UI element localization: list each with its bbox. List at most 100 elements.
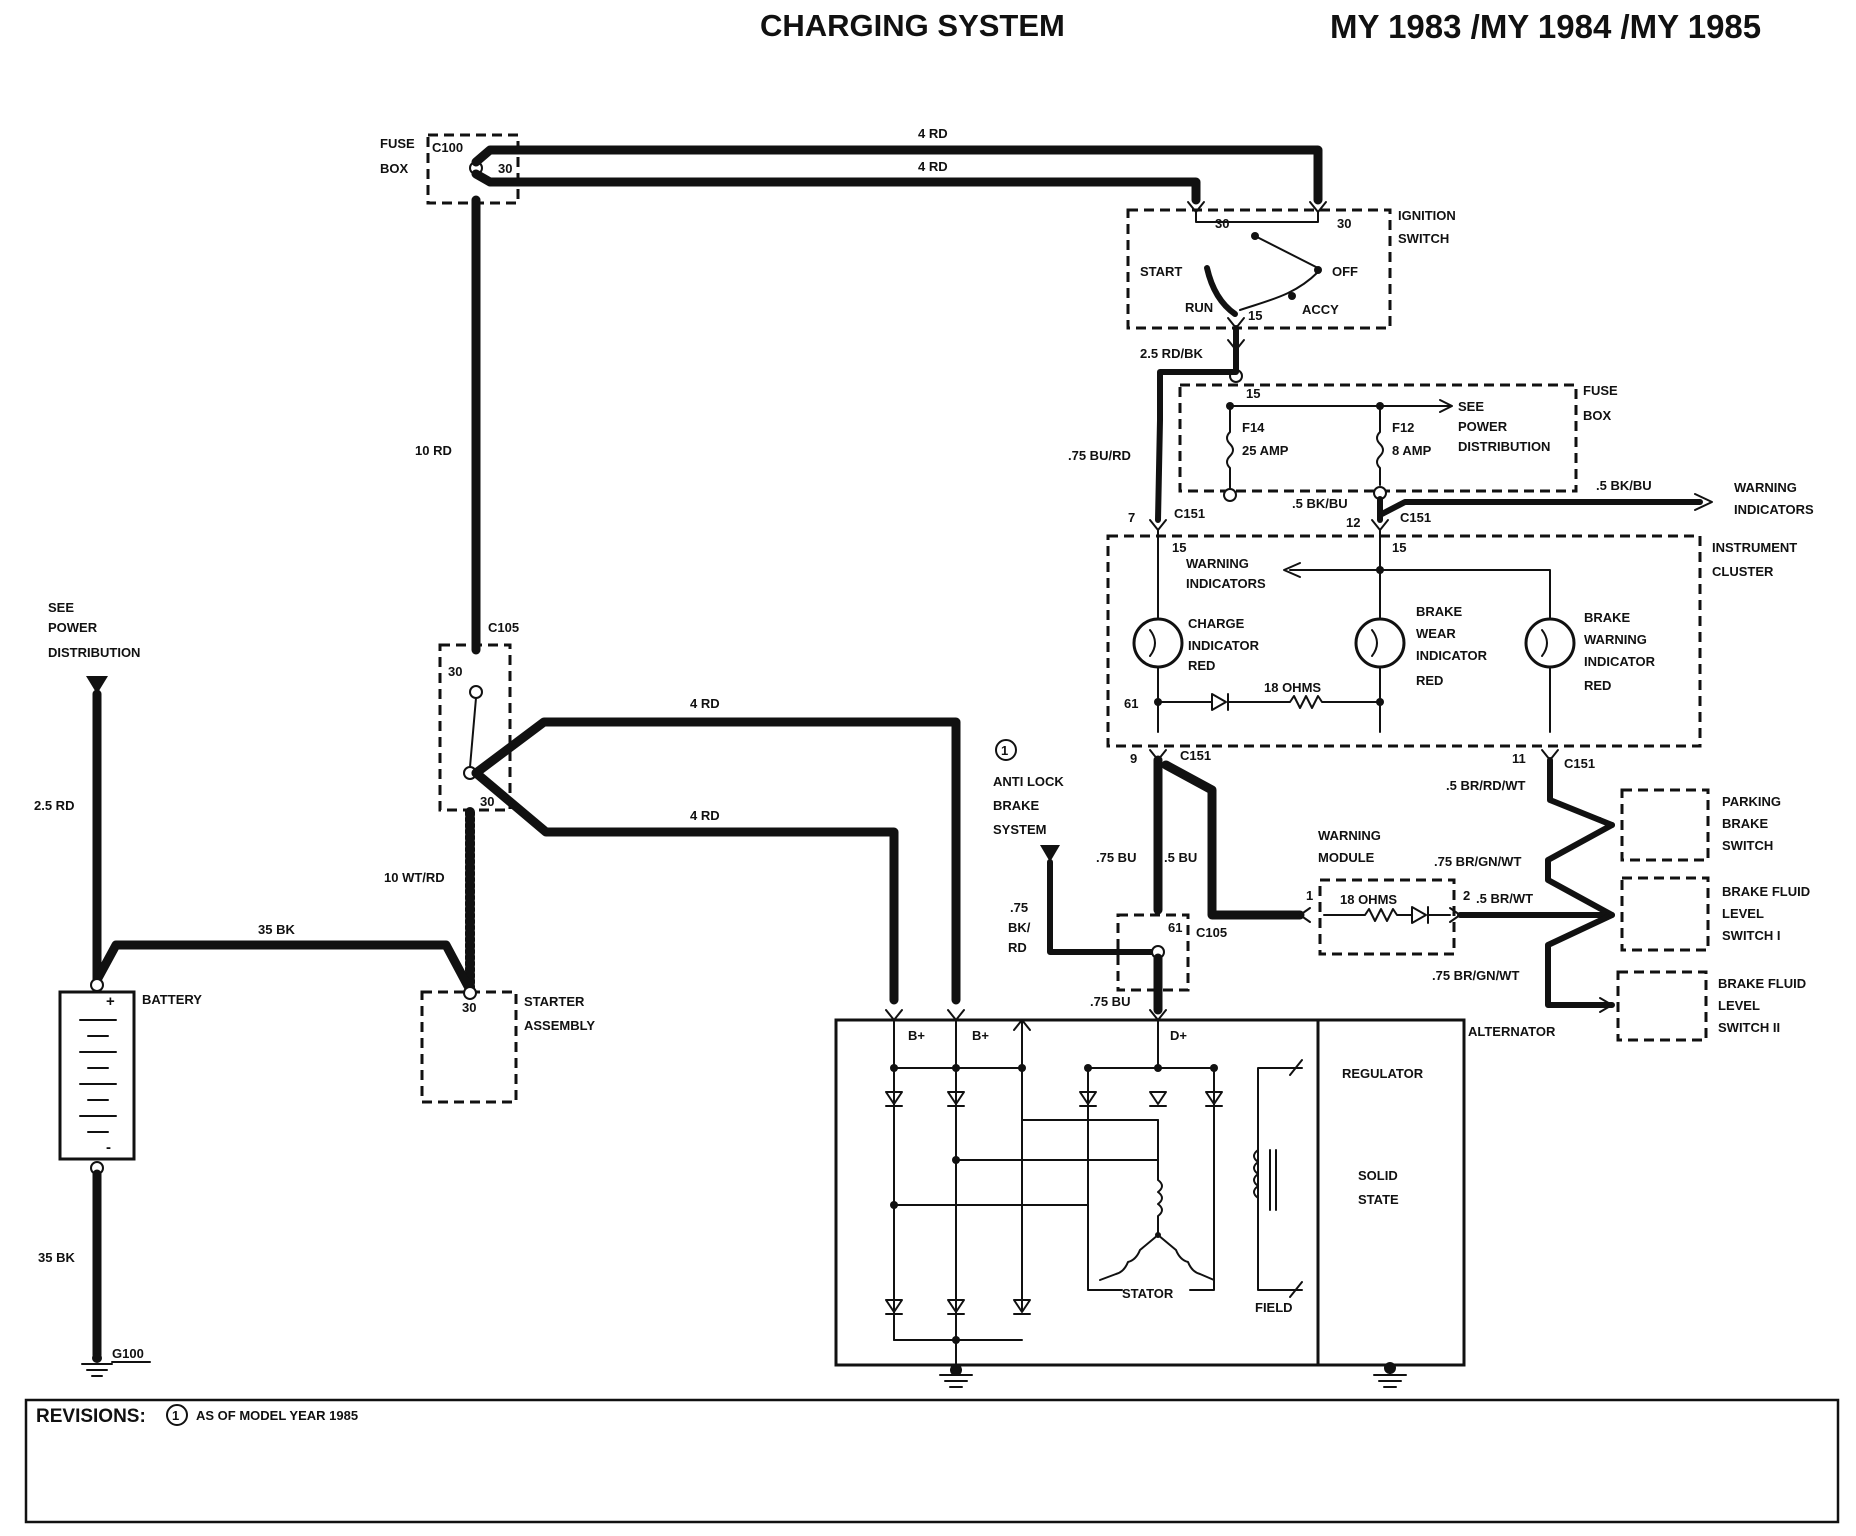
wire-label-4rd-top-1: 4 RD <box>918 126 948 141</box>
wire-label-4rd-mid-2: 4 RD <box>690 808 720 823</box>
svg-text:C151: C151 <box>1180 748 1211 763</box>
svg-text:DISTRIBUTION: DISTRIBUTION <box>48 645 140 660</box>
svg-text:7: 7 <box>1128 510 1135 525</box>
svg-text:ALTERNATOR: ALTERNATOR <box>1468 1024 1556 1039</box>
see-power-distribution-left: SEE POWER DISTRIBUTION <box>48 600 140 694</box>
svg-text:RUN: RUN <box>1185 300 1213 315</box>
svg-text:30: 30 <box>462 1000 476 1015</box>
svg-text:STATOR: STATOR <box>1122 1286 1174 1301</box>
svg-text:F14: F14 <box>1242 420 1265 435</box>
svg-text:SEE: SEE <box>1458 399 1484 414</box>
svg-text:15: 15 <box>1172 540 1186 555</box>
svg-text:INSTRUMENT: INSTRUMENT <box>1712 540 1797 555</box>
wire-label-35bk-top: 35 BK <box>258 922 295 937</box>
wire-75bkrd <box>1047 859 1161 955</box>
svg-text:F12: F12 <box>1392 420 1414 435</box>
svg-text:ANTI LOCK: ANTI LOCK <box>993 774 1064 789</box>
svg-text:OFF: OFF <box>1332 264 1358 279</box>
svg-text:CHARGE: CHARGE <box>1188 616 1245 631</box>
svg-text:BRAKE: BRAKE <box>1416 604 1463 619</box>
wire-35bk-top <box>92 940 475 995</box>
wire-label-35bk-bottom: 35 BK <box>38 1250 75 1265</box>
wire-label-75bkrd-1: .75 <box>1010 900 1028 915</box>
svg-text:15: 15 <box>1248 308 1262 323</box>
svg-text:C151: C151 <box>1174 506 1205 521</box>
svg-text:9: 9 <box>1130 751 1137 766</box>
svg-text:30: 30 <box>498 161 512 176</box>
svg-text:15: 15 <box>1392 540 1406 555</box>
svg-text:IGNITION: IGNITION <box>1398 208 1456 223</box>
wire-label-75bu-a: .75 BU <box>1096 850 1136 865</box>
svg-text:BATTERY: BATTERY <box>142 992 202 1007</box>
svg-text:ASSEMBLY: ASSEMBLY <box>524 1018 595 1033</box>
svg-text:BRAKE FLUID: BRAKE FLUID <box>1718 976 1806 991</box>
svg-text:RED: RED <box>1584 678 1611 693</box>
wire-75burd <box>1155 369 1239 523</box>
svg-text:1: 1 <box>172 1408 179 1423</box>
wire-label-10rd: 10 RD <box>415 443 452 458</box>
wire-label-75burd: .75 BU/RD <box>1068 448 1131 463</box>
page-title: CHARGING SYSTEM <box>760 8 1065 43</box>
svg-text:INDICATOR: INDICATOR <box>1188 638 1260 653</box>
svg-text:FUSE: FUSE <box>1583 383 1618 398</box>
svg-text:18 OHMS: 18 OHMS <box>1340 892 1397 907</box>
svg-text:FIELD: FIELD <box>1255 1300 1293 1315</box>
svg-text:11: 11 <box>1512 751 1526 766</box>
connector-c151-12: 12 C151 <box>1346 510 1431 531</box>
svg-text:SEE: SEE <box>48 600 74 615</box>
alternator: ALTERNATOR REGULATOR SOLID STATE STATOR … <box>834 1009 1556 1388</box>
svg-text:WEAR: WEAR <box>1416 626 1456 641</box>
wire-label-5brwt: .5 BR/WT <box>1476 891 1533 906</box>
wire-label-25rd: 2.5 RD <box>34 798 74 813</box>
wire-4rd-mid-2 <box>471 768 899 1005</box>
model-years: MY 1983 /MY 1984 /MY 1985 <box>1330 8 1761 45</box>
connector-c151-11: 11 C151 <box>1512 749 1595 771</box>
svg-text:+: + <box>106 993 115 1010</box>
svg-text:C105: C105 <box>488 620 519 635</box>
wire-label-75brgnwt-a: .75 BR/GN/WT <box>1434 854 1521 869</box>
svg-text:61: 61 <box>1124 696 1138 711</box>
parking-brake-switch: PARKING BRAKE SWITCH <box>1620 788 1781 862</box>
revisions-box: REVISIONS: 1 AS OF MODEL YEAR 1985 <box>24 1398 1840 1524</box>
starter-assembly: 30 STARTER ASSEMBLY <box>420 986 595 1104</box>
abs-system: 1 ANTI LOCK BRAKE SYSTEM <box>993 739 1064 862</box>
svg-text:BRAKE: BRAKE <box>1584 610 1631 625</box>
svg-text:POWER: POWER <box>48 620 98 635</box>
wire-label-75bu-b: .75 BU <box>1090 994 1130 1009</box>
svg-text:RED: RED <box>1416 673 1443 688</box>
wire-4rd-mid-1 <box>471 717 961 1005</box>
svg-text:30: 30 <box>448 664 462 679</box>
svg-text:INDICATOR: INDICATOR <box>1416 648 1488 663</box>
svg-text:AS OF MODEL YEAR 1985: AS OF MODEL YEAR 1985 <box>196 1408 358 1423</box>
svg-text:BOX: BOX <box>380 161 409 176</box>
warning-indicators-right-1: WARNING <box>1734 480 1797 495</box>
brake-fluid-switch-2: BRAKE FLUID LEVEL SWITCH II <box>1616 970 1806 1042</box>
svg-text:D+: D+ <box>1170 1028 1187 1043</box>
wire-label-4rd-mid-1: 4 RD <box>690 696 720 711</box>
svg-text:WARNING: WARNING <box>1186 556 1249 571</box>
svg-text:C100: C100 <box>432 140 463 155</box>
svg-text:2: 2 <box>1463 888 1470 903</box>
svg-text:C151: C151 <box>1400 510 1431 525</box>
warning-module: WARNING MODULE 1 2 18 OHMS <box>1299 828 1470 956</box>
wire-label-75bkrd-3: RD <box>1008 940 1027 955</box>
svg-text:30: 30 <box>480 794 494 809</box>
svg-text:SOLID: SOLID <box>1358 1168 1398 1183</box>
svg-text:CLUSTER: CLUSTER <box>1712 564 1774 579</box>
svg-text:LEVEL: LEVEL <box>1718 998 1760 1013</box>
svg-text:INDICATORS: INDICATORS <box>1186 576 1266 591</box>
svg-text:LEVEL: LEVEL <box>1722 906 1764 921</box>
svg-text:25 AMP: 25 AMP <box>1242 443 1289 458</box>
ignition-switch: IGNITION SWITCH 30 30 START OFF RUN ACCY… <box>1126 201 1456 330</box>
svg-text:MODULE: MODULE <box>1318 850 1375 865</box>
wire-4rd-top-1 <box>471 145 1323 205</box>
warning-indicators-right-2: INDICATORS <box>1734 502 1814 517</box>
svg-text:SYSTEM: SYSTEM <box>993 822 1046 837</box>
svg-text:BRAKE: BRAKE <box>1722 816 1769 831</box>
svg-text:12: 12 <box>1346 515 1360 530</box>
wire-label-10wtrd: 10 WT/RD <box>384 870 445 885</box>
svg-text:FUSE: FUSE <box>380 136 415 151</box>
brake-fluid-switch-1: BRAKE FLUID LEVEL SWITCH I <box>1620 876 1810 952</box>
svg-text:START: START <box>1140 264 1182 279</box>
